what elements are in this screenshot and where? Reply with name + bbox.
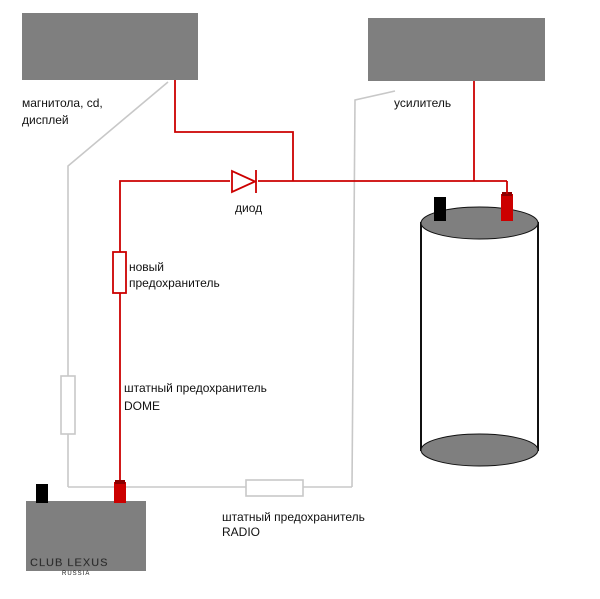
radio-fuse-label-line2: RADIO [222, 525, 260, 539]
watermark-sub: RUSSIA [62, 571, 90, 577]
ground-wire-right [351, 90, 396, 488]
head-unit-power-wire [174, 80, 294, 181]
dome-fuse-label-line2: DOME [124, 399, 160, 413]
new-fuse-label-line2: предохранитель [129, 276, 220, 290]
amplifier-label: усилитель [394, 96, 451, 110]
head-unit-label-line1: магнитола, cd, [22, 96, 103, 110]
diode-symbol [231, 169, 258, 194]
battery-negative-terminal [36, 484, 48, 503]
head-unit-block [22, 13, 198, 80]
ground-wire-left [67, 81, 169, 376]
positive-wiring [119, 80, 507, 487]
battery-body [26, 501, 146, 571]
capacitor-negative-terminal [434, 197, 446, 221]
new-fuse-symbol [112, 251, 127, 294]
capacitor-body [420, 222, 539, 451]
dome-circuit-wire [119, 180, 230, 252]
diode-label: диод [235, 201, 262, 215]
new-fuse-label-line1: новый [129, 260, 164, 274]
radio-fuse-symbol [245, 479, 304, 497]
diode-triangle [231, 169, 258, 194]
capacitor [420, 181, 539, 467]
radio-fuse-label-line1: штатный предохранитель [222, 510, 365, 524]
dome-fuse-label-line1: штатный предохранитель [124, 381, 267, 395]
battery [26, 480, 146, 571]
capacitor-bottom [420, 433, 539, 467]
battery-positive-terminal [114, 482, 126, 503]
amplifier-block [368, 18, 545, 81]
capacitor-positive-terminal [501, 194, 513, 221]
watermark: CLUB LEXUS RUSSIA [30, 557, 108, 577]
watermark-text: CLUB LEXUS [30, 557, 108, 569]
dome-fuse-symbol [60, 375, 76, 435]
head-unit-label-line2: дисплей [22, 113, 69, 127]
battery-positive-terminal-cap [115, 480, 125, 484]
